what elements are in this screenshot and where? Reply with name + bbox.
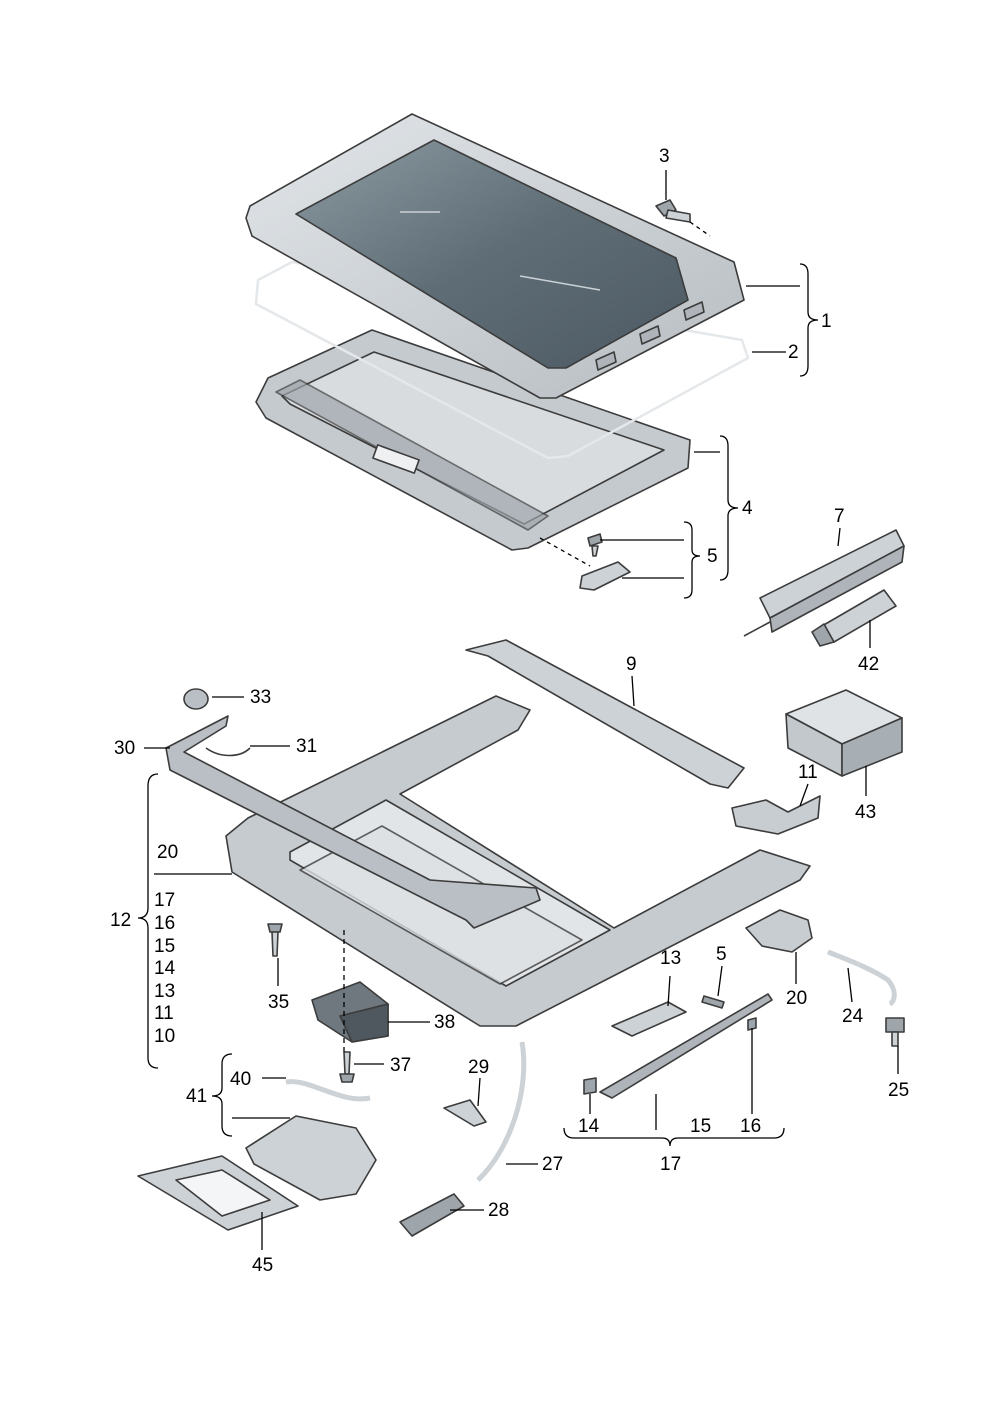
label-group-11: 11 xyxy=(154,1003,174,1024)
glass-panel-illustration xyxy=(245,113,745,399)
bracket-20-illustration xyxy=(745,909,813,953)
label-part-20-lower: 20 xyxy=(786,988,807,1009)
label-part-20: 20 xyxy=(157,842,178,863)
leader-lines xyxy=(144,170,899,1250)
hose-27-illustration xyxy=(476,1041,527,1182)
label-part-41: 41 xyxy=(186,1086,207,1107)
label-group-10: 10 xyxy=(154,1026,175,1047)
label-part-27: 27 xyxy=(542,1154,563,1175)
label-part-12: 12 xyxy=(110,910,131,931)
label-part-14: 14 xyxy=(578,1116,600,1137)
clip-29-illustration xyxy=(443,1099,487,1127)
label-group-16: 16 xyxy=(154,913,175,934)
label-part-35: 35 xyxy=(268,992,289,1013)
label-group-13: 13 xyxy=(154,981,175,1002)
box-illustration xyxy=(785,689,903,777)
label-part-9: 9 xyxy=(626,654,637,675)
label-part-31: 31 xyxy=(296,736,317,757)
label-part-40: 40 xyxy=(230,1069,251,1090)
part-labels: 3 1 2 4 5 7 42 9 33 30 31 11 43 20 12 17… xyxy=(110,146,909,1276)
label-group-14: 14 xyxy=(154,958,176,979)
cap-hose-illustration xyxy=(183,688,251,757)
cross-member-illustration xyxy=(465,639,745,789)
grease-tube-illustration xyxy=(811,589,897,647)
label-part-1: 1 xyxy=(821,311,832,332)
label-part-4: 4 xyxy=(742,498,753,519)
label-part-13: 13 xyxy=(660,948,681,969)
label-part-7: 7 xyxy=(834,506,845,527)
label-part-30: 30 xyxy=(114,738,135,759)
label-part-37: 37 xyxy=(390,1055,411,1076)
label-part-29: 29 xyxy=(468,1057,489,1078)
bolt-illustration xyxy=(655,199,691,223)
label-part-45: 45 xyxy=(252,1255,273,1276)
cover-41-illustration xyxy=(245,1115,377,1201)
guide-rail-illustration xyxy=(743,529,905,637)
seal-strip-illustration xyxy=(165,715,541,929)
label-part-16: 16 xyxy=(740,1116,761,1137)
motor-illustration xyxy=(311,981,389,1043)
screw-35-illustration xyxy=(267,923,283,957)
cable-guide-illustration xyxy=(583,993,773,1099)
label-part-17: 17 xyxy=(660,1154,681,1175)
bracket-illustration xyxy=(731,795,821,835)
label-part-28: 28 xyxy=(488,1200,509,1221)
screw-37-illustration xyxy=(339,1051,355,1083)
label-part-42: 42 xyxy=(858,654,879,675)
hose-24-illustration xyxy=(827,949,897,1007)
label-part-3: 3 xyxy=(659,146,670,167)
label-part-25: 25 xyxy=(888,1080,909,1101)
label-part-38: 38 xyxy=(434,1012,455,1033)
label-part-5-lower: 5 xyxy=(716,944,727,965)
label-part-11: 11 xyxy=(798,762,818,783)
hose-40-illustration xyxy=(285,1079,371,1102)
label-part-33: 33 xyxy=(250,687,271,708)
valve-25-illustration xyxy=(885,1017,905,1047)
label-group-15: 15 xyxy=(154,936,175,957)
screw-clip-illustration xyxy=(579,533,631,591)
label-part-2: 2 xyxy=(788,342,799,363)
label-part-5: 5 xyxy=(707,546,718,567)
trim-frame-illustration xyxy=(137,1155,299,1231)
label-group-17: 17 xyxy=(154,890,175,911)
plate-13-illustration xyxy=(611,1001,687,1037)
braces xyxy=(137,263,819,1147)
connector-28-illustration xyxy=(399,1193,465,1237)
label-part-24: 24 xyxy=(842,1006,864,1027)
sunshade-panel-illustration xyxy=(255,329,691,551)
label-part-43: 43 xyxy=(855,802,876,823)
label-part-15: 15 xyxy=(690,1116,711,1137)
screw-5-lower-illustration xyxy=(701,995,725,1009)
